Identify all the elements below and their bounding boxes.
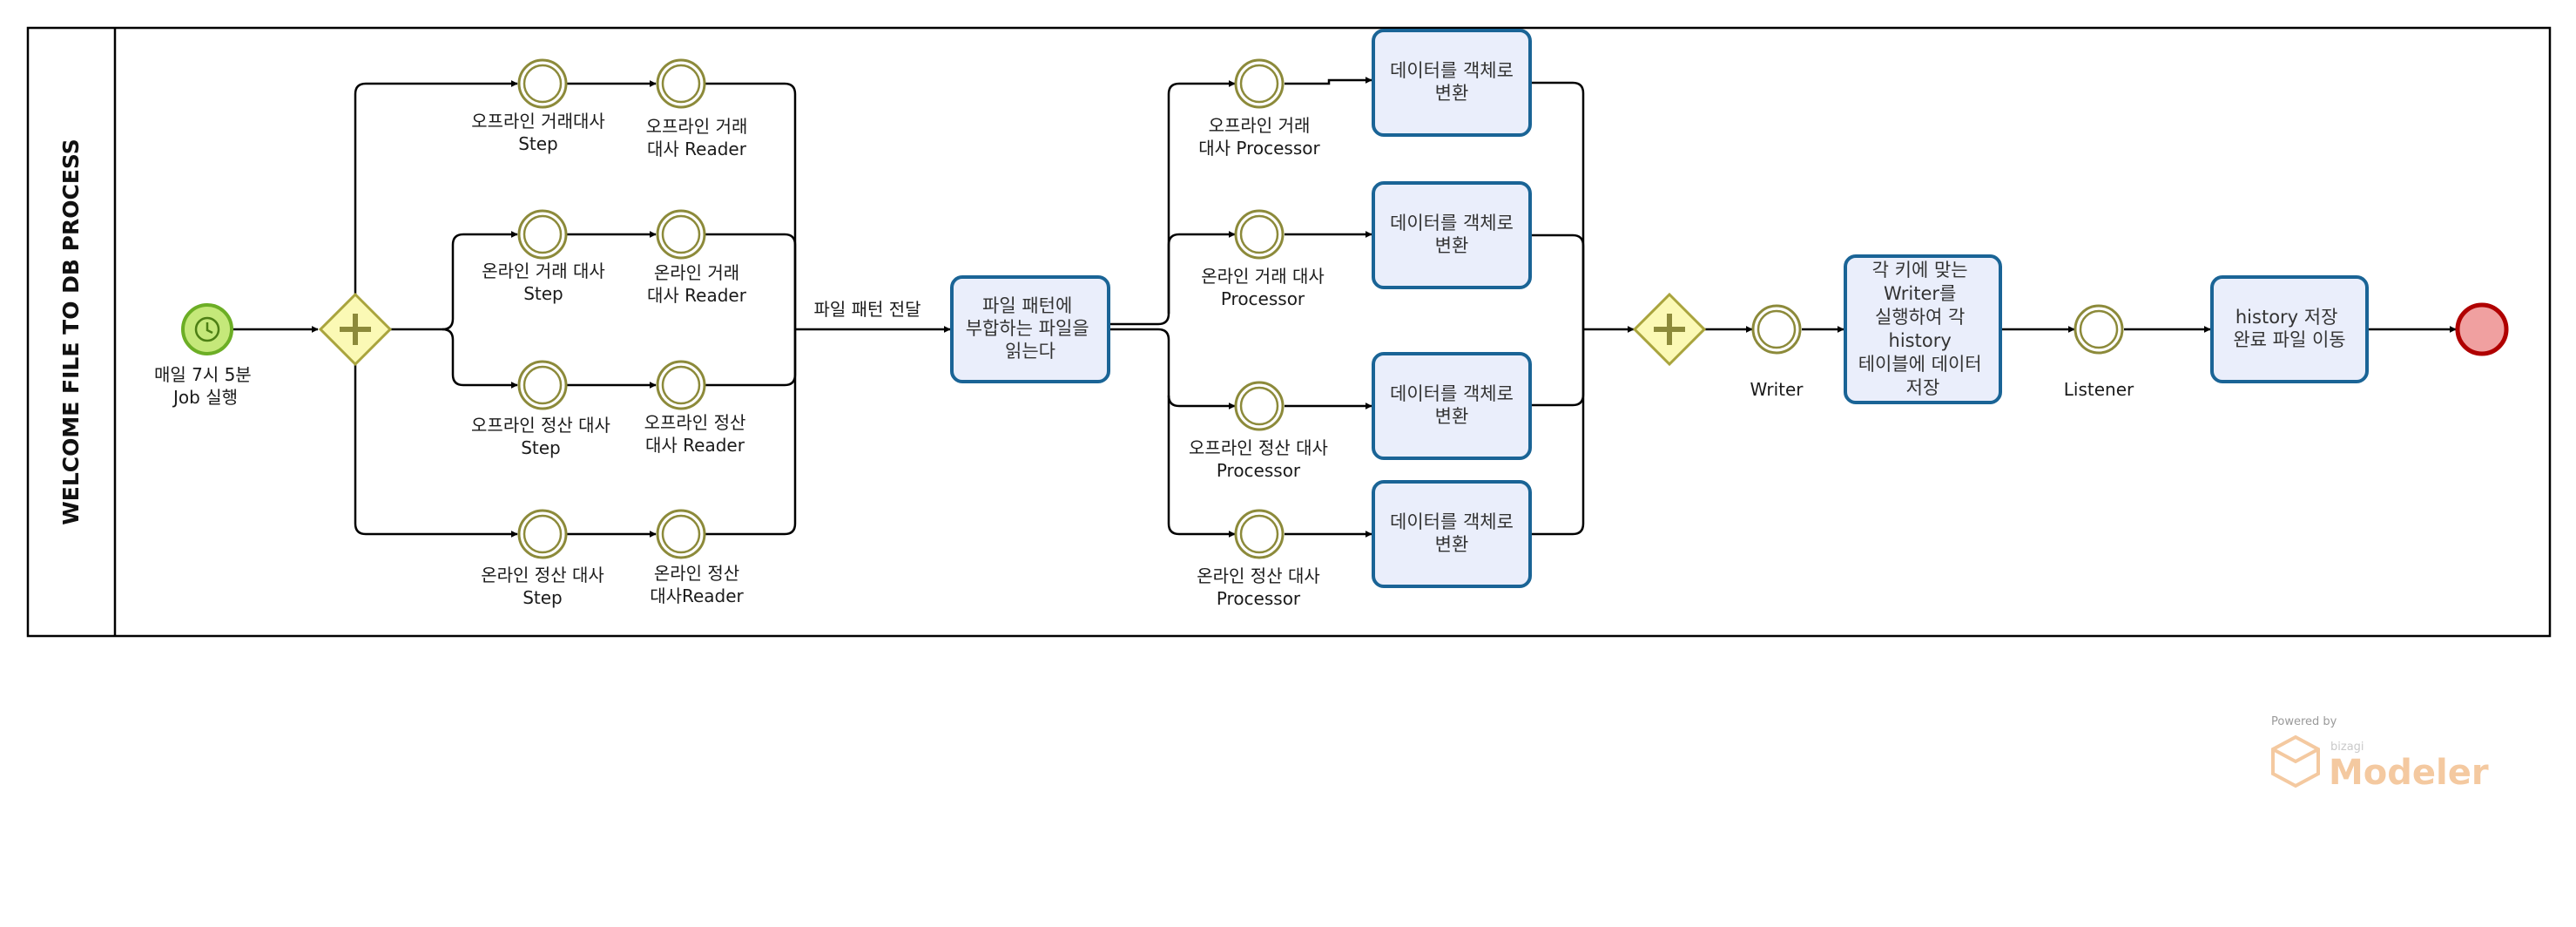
task-writer-text: 각 키에 맞는 Writer를 실행하여 각 history 테이블에 데이터 … [1858,260,1988,398]
step-event-3[interactable] [517,360,568,410]
flow-gw-step3 [442,328,518,389]
end-event[interactable] [2455,302,2509,356]
watermark-brand: bizagi [2330,741,2364,754]
processor-event-2[interactable] [1234,209,1285,260]
flow-label: 파일 패턴 전달 [813,299,920,320]
start-label: 매일 7시 5분 Job 실행 [154,364,257,408]
pool-title: WELCOME FILE TO DB PROCESS [58,139,84,525]
powered-by-watermark: Powered by bizagi Modeler [2271,715,2489,793]
writer-label: Writer [1750,379,1804,400]
task-writer[interactable]: 각 키에 맞는 Writer를 실행하여 각 history 테이블에 데이터 … [1844,254,2002,404]
flow-read-proc1 [1110,80,1236,326]
flow-read-proc3 [1110,328,1236,409]
flow-gw-step1 [354,80,518,296]
reader-event-3[interactable] [656,360,706,410]
step-event-2[interactable] [517,209,568,260]
flow-task4-join [1528,329,1585,536]
plus-icon [1654,314,1685,345]
task-read-files[interactable]: 파일 패턴에 부합하는 파일을 읽는다 [950,275,1110,383]
start-timer-event[interactable] [181,303,233,355]
task-read-files-text: 파일 패턴에 부합하는 파일을 읽는다 [966,295,1096,362]
reader-event-4[interactable] [656,509,706,559]
flow-gw-step4 [354,362,518,538]
flow-proc1-task1 [1285,77,1372,85]
task-listener-text: history 저장 완료 파일 이동 [2233,307,2345,350]
clock-icon [194,316,220,342]
step-event-1[interactable] [517,58,568,109]
plus-icon [340,314,371,345]
processor-event-3[interactable] [1234,381,1285,431]
flow-task2-join [1528,233,1585,329]
cube-logo-icon [2271,734,2320,788]
watermark-powered: Powered by [2271,715,2337,728]
listener-label: Listener [2064,379,2134,400]
flow-reader2-merge [705,233,797,329]
step-event-4[interactable] [517,509,568,559]
listener-event[interactable] [2074,304,2124,355]
parallel-gateway-join[interactable] [1632,292,1707,367]
flow-read-proc2 [1167,231,1236,314]
processor-event-4[interactable] [1234,509,1285,559]
flow-reader1-merge [705,82,797,329]
reader-event-1[interactable] [656,58,706,109]
flow-reader4-merge [705,329,797,536]
sequence-flows [233,77,2457,538]
parallel-gateway-split[interactable] [318,292,393,367]
reader-event-2[interactable] [656,209,706,260]
writer-event[interactable] [1751,304,1802,355]
watermark-product: Modeler [2329,753,2489,793]
processor-event-1[interactable] [1234,58,1285,109]
flow-read-proc4 [1167,396,1236,538]
flow-task1-join [1528,81,1585,329]
task-listener[interactable]: history 저장 완료 파일 이동 [2210,275,2369,383]
